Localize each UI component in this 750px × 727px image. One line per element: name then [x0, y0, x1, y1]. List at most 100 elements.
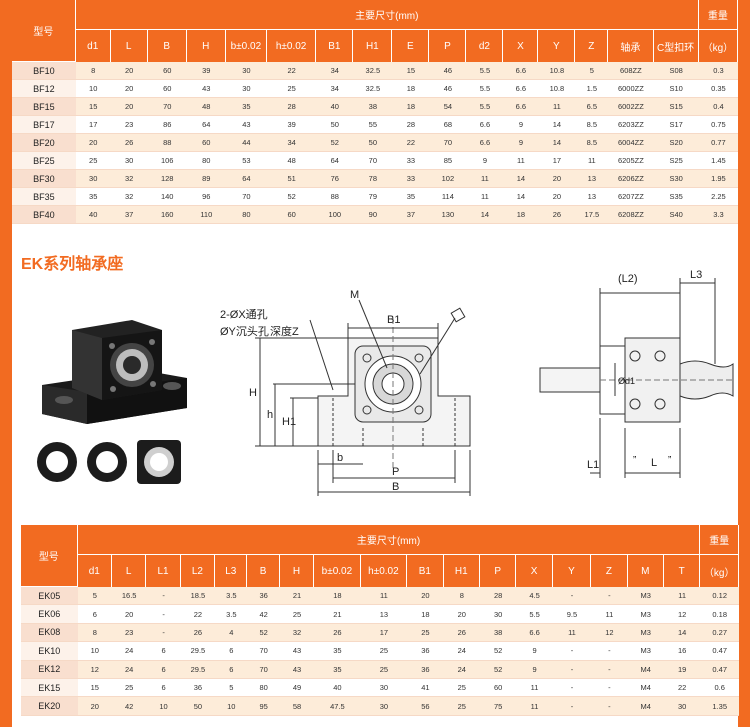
table-cell: 32 — [110, 188, 148, 206]
dim-H1: H1 — [282, 416, 296, 428]
table-cell: 6 — [146, 678, 181, 698]
table-cell: 33 — [392, 170, 430, 188]
table-cell: - — [146, 587, 181, 606]
table-cell: 12 — [591, 623, 628, 643]
table-cell: 10 — [146, 697, 181, 716]
table-cell: 6.6 — [503, 80, 539, 98]
table-cell: 34 — [316, 62, 354, 80]
ek-weight-header: 重量 — [700, 525, 739, 555]
table-cell: 95 — [247, 697, 280, 716]
model-cell: BF25 — [12, 152, 76, 170]
table-cell: - — [552, 587, 592, 606]
lock-nuts-image — [37, 440, 181, 484]
table-cell: 140 — [147, 188, 187, 206]
model-cell: EK05 — [21, 587, 78, 606]
table-cell: 18 — [407, 605, 444, 624]
table-cell: 41 — [407, 678, 444, 698]
model-cell: EK12 — [21, 660, 78, 679]
table-cell: 68 — [429, 116, 467, 134]
ek-dimension-group-header: 主要尺寸(mm) — [77, 525, 701, 555]
table-cell: 5 — [575, 62, 609, 80]
table-cell: 64 — [186, 116, 226, 134]
ek-column-header: H1 — [443, 555, 480, 587]
table-cell: 70 — [353, 152, 393, 170]
table-cell: - — [552, 678, 592, 698]
ek-column-header: X — [516, 555, 553, 587]
table-cell: 70 — [247, 660, 280, 679]
table-cell: 14 — [503, 170, 539, 188]
bf-column-header: h±0.02 — [266, 30, 317, 62]
table-cell: 18 — [392, 80, 430, 98]
table-cell: 10 — [215, 697, 248, 716]
model-cell: BF35 — [12, 188, 76, 206]
model-cell: BF15 — [12, 98, 76, 116]
table-cell: 24 — [443, 642, 480, 661]
table-cell: 78 — [353, 170, 393, 188]
model-cell: BF12 — [12, 80, 76, 98]
table-cell: 55 — [353, 116, 393, 134]
table-cell: 30 — [225, 62, 267, 80]
table-cell: 22 — [663, 678, 701, 698]
bf-column-header: L — [110, 30, 148, 62]
table-cell: 28 — [479, 587, 517, 606]
table-cell: 64 — [316, 152, 354, 170]
table-cell: 6207ZZ — [608, 188, 654, 206]
dim-H: H — [249, 387, 257, 399]
table-cell: 85 — [429, 152, 467, 170]
table-cell: 48 — [266, 152, 317, 170]
table-cell: 18 — [503, 206, 539, 224]
table-cell: 25 — [279, 605, 315, 624]
table-cell: 10 — [75, 80, 111, 98]
model-cell: BF40 — [12, 206, 76, 224]
table-cell: 50 — [353, 134, 393, 152]
side-view-drawing: (L2) L3 Ød1 L1 L ” ” — [539, 269, 734, 478]
table-cell: 35 — [75, 188, 111, 206]
table-cell: 56 — [407, 697, 444, 716]
table-cell: 25 — [360, 660, 408, 679]
table-cell: 30 — [110, 152, 148, 170]
ek-column-header: h±0.02 — [360, 555, 408, 587]
table-cell: 25 — [360, 642, 408, 661]
table-cell: 60 — [266, 206, 317, 224]
table-cell: 30 — [75, 170, 111, 188]
ek-column-header: L2 — [180, 555, 216, 587]
hole-note-through: 2-ØX通孔 — [220, 308, 268, 321]
table-cell: 11 — [503, 152, 539, 170]
table-cell: 14 — [538, 116, 576, 134]
table-cell: 16.5 — [112, 587, 147, 606]
table-cell: 26 — [443, 623, 480, 643]
table-cell: 23 — [110, 116, 148, 134]
table-cell: 42 — [112, 697, 147, 716]
table-cell: - — [591, 642, 628, 661]
table-cell: 43 — [279, 660, 315, 679]
table-cell: 15 — [392, 62, 430, 80]
product-photo — [37, 320, 187, 484]
bf-column-header: 轴承 — [608, 30, 654, 62]
dim-b: b — [337, 452, 343, 464]
model-cell: BF10 — [12, 62, 76, 80]
front-view-drawing: 2-ØX通孔 ØY沉头孔 深度Z M B1 H h H1 b P B — [220, 289, 471, 496]
table-cell: 60 — [186, 134, 226, 152]
table-cell: 96 — [186, 188, 226, 206]
table-cell: 4 — [215, 623, 248, 643]
table-cell: 52 — [247, 623, 280, 643]
table-cell: 3.5 — [215, 587, 248, 606]
ek-column-header: Z — [591, 555, 628, 587]
table-cell: 13 — [575, 170, 609, 188]
table-cell: 28 — [392, 116, 430, 134]
table-cell: 34 — [316, 80, 354, 98]
table-cell: 0.35 — [698, 80, 738, 98]
table-cell: - — [552, 660, 592, 679]
table-cell: 37 — [110, 206, 148, 224]
dim-tick-left: ” — [633, 455, 636, 466]
dim-P: P — [392, 466, 399, 478]
bf-column-header: C型扣环 — [653, 30, 699, 62]
table-cell: 11 — [516, 678, 553, 698]
table-cell: 6.6 — [516, 623, 553, 643]
table-cell: 90 — [353, 206, 393, 224]
table-cell: 18.5 — [180, 587, 216, 606]
